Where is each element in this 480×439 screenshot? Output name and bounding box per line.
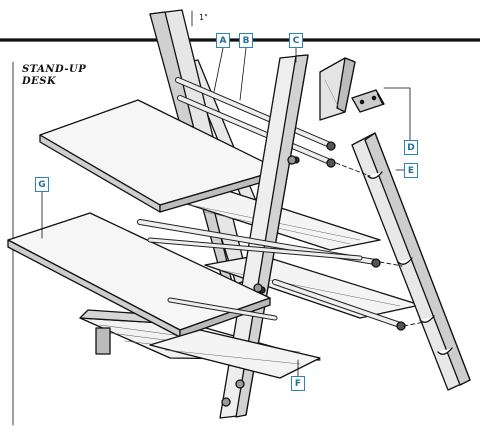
callout-e: E bbox=[404, 163, 418, 178]
callout-g: G bbox=[35, 177, 49, 192]
title-line-1: STAND-UP bbox=[22, 64, 87, 75]
lower-front-shelf bbox=[149, 329, 321, 379]
callout-a: A bbox=[216, 33, 230, 48]
callout-c: C bbox=[289, 33, 303, 48]
notched-leg bbox=[351, 132, 471, 391]
hinge bbox=[351, 89, 385, 113]
front-leg-pegs bbox=[221, 155, 297, 407]
callout-d: D bbox=[404, 140, 418, 155]
callout-b: B bbox=[239, 33, 253, 48]
top-dowels bbox=[175, 77, 336, 168]
middle-front-shelf bbox=[7, 212, 271, 338]
title-line-2: DESK bbox=[22, 76, 57, 87]
alignment-lines bbox=[335, 162, 425, 327]
dimension-label: 1" bbox=[199, 13, 208, 22]
support-block bbox=[319, 57, 356, 121]
callout-f: F bbox=[291, 376, 305, 391]
leader-lines bbox=[41, 10, 411, 377]
